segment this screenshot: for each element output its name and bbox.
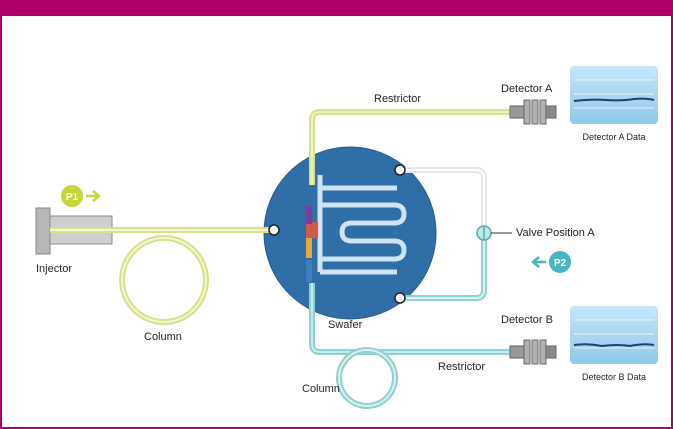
p2-label: P2	[554, 258, 567, 269]
detector-b-label: Detector B	[501, 314, 553, 326]
p2-arrow-icon	[531, 256, 546, 268]
detector-a-data-label: Detector A Data	[582, 132, 645, 142]
detector-b-data-panel	[570, 306, 658, 364]
detector-b-data-label: Detector B Data	[582, 372, 646, 382]
restrictor-bottom-label: Restrictor	[438, 361, 485, 373]
swafer-manifold	[317, 175, 407, 275]
swafer-label: Swafer	[328, 319, 363, 331]
junction-node-left	[268, 224, 280, 236]
valve-position-label: Valve Position A	[516, 227, 595, 239]
restrictor-top-label: Restrictor	[374, 93, 421, 105]
column-top-label: Column	[144, 331, 182, 343]
header-bar	[2, 0, 673, 16]
detector-a-label: Detector A	[501, 83, 553, 95]
p1-label: P1	[66, 192, 79, 203]
column-bottom-label: Column	[302, 383, 340, 395]
injector-label: Injector	[36, 263, 72, 275]
junction-node-top	[394, 164, 406, 176]
p1-badge: P1	[61, 185, 101, 207]
detector-b-connector	[509, 339, 557, 365]
detector-a-data-panel	[570, 66, 658, 124]
junction-node-bottom	[394, 292, 406, 304]
detector-a-connector	[509, 99, 557, 125]
p1-arrow-icon	[86, 190, 101, 202]
valve	[476, 225, 492, 241]
p2-badge: P2	[531, 251, 571, 273]
